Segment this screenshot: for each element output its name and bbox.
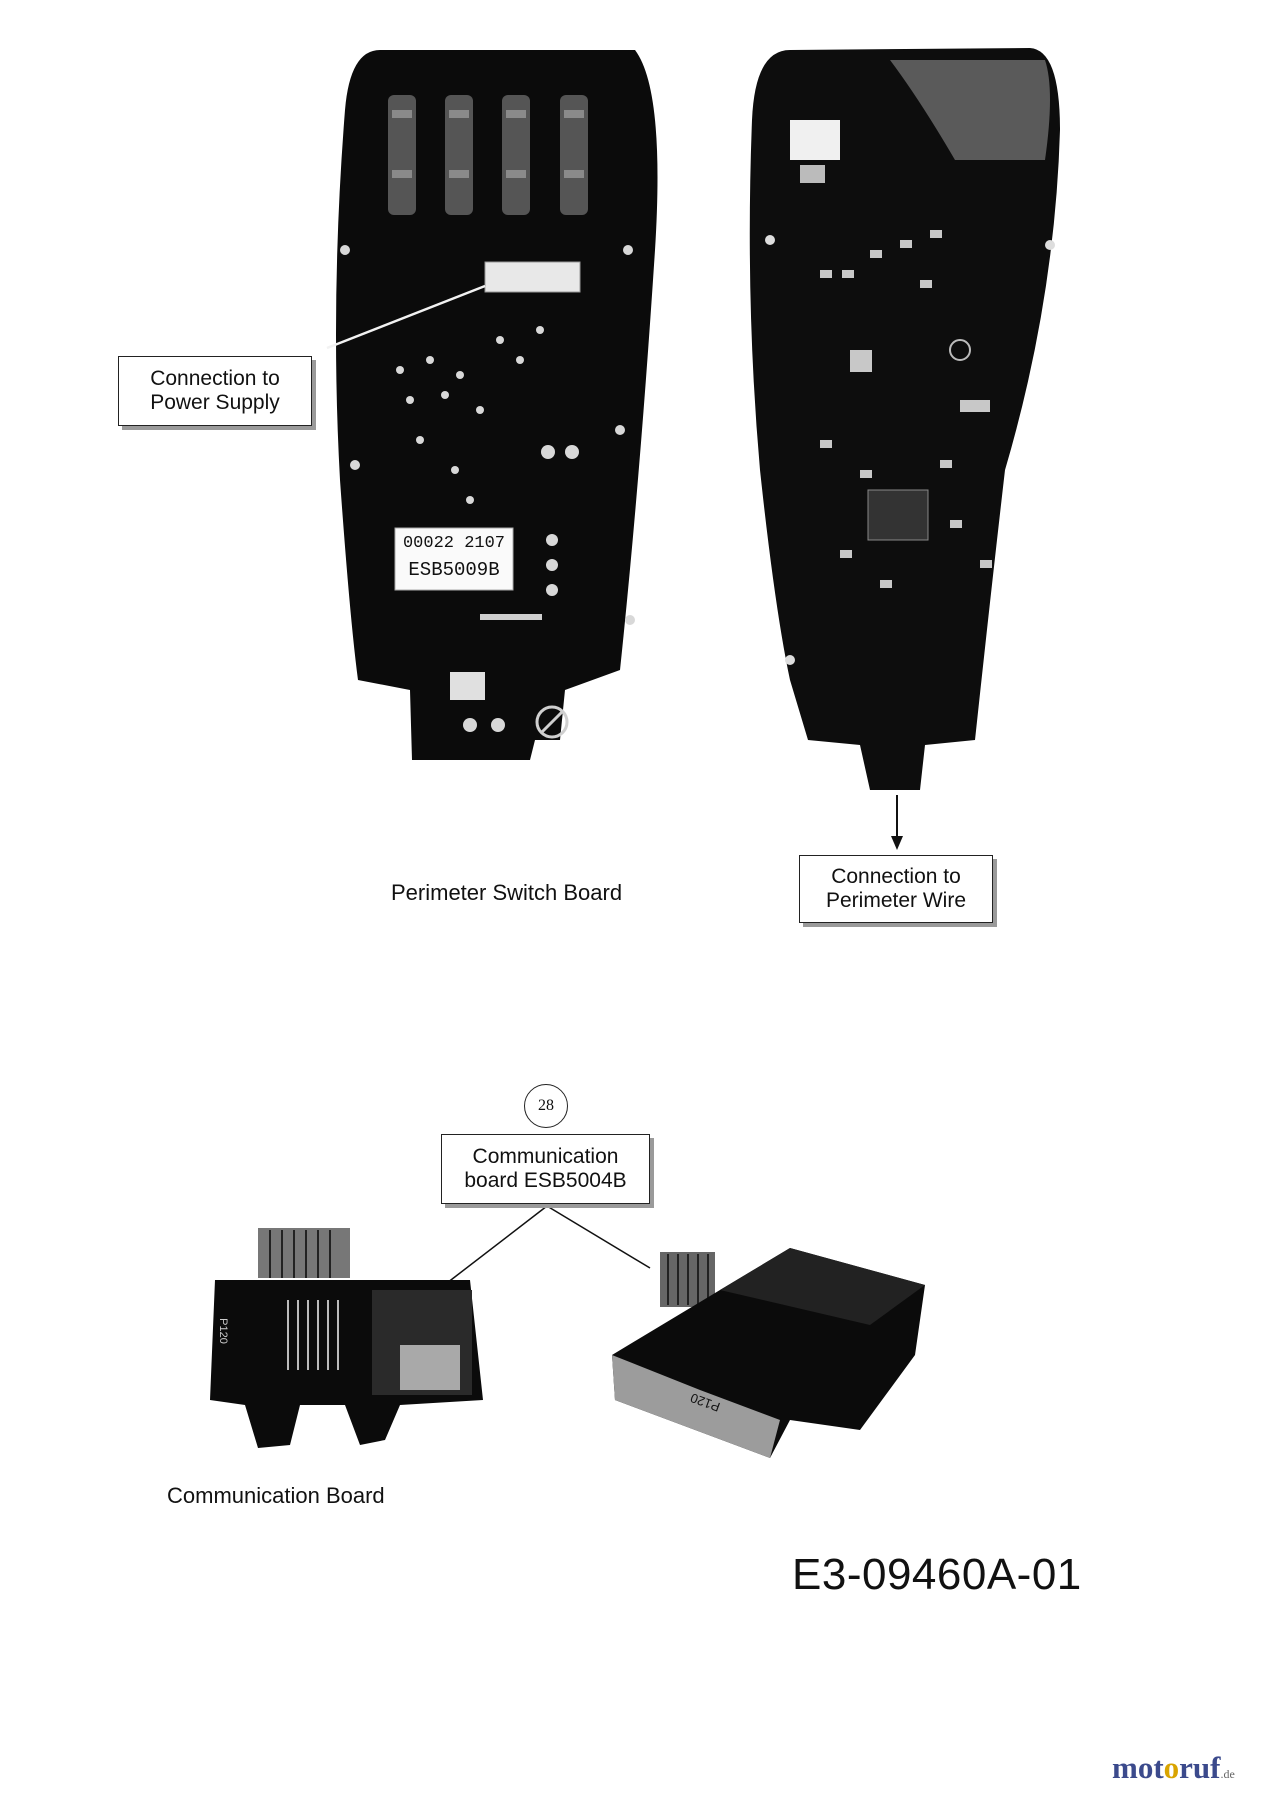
board-sticker: 00022 2107 ESB5009B [398,530,510,588]
left-board-marking: P120 [216,1318,229,1344]
brand-logo-part2: o [1163,1750,1180,1785]
brand-logo: motoruf.de [1112,1750,1235,1786]
perimeter-wire-label-line1: Connection to [831,865,961,888]
communication-board-label-line1: Communication [472,1145,619,1168]
drawing-part-number: E3-09460A-01 [792,1550,1082,1599]
perimeter-board-front [336,50,658,760]
communication-board-label: Communication board ESB5004B [441,1134,650,1204]
brand-logo-part1: mot [1112,1750,1164,1785]
perimeter-switch-board-caption: Perimeter Switch Board [391,880,623,905]
power-supply-label: Connection to Power Supply [118,356,312,426]
callout-28: 28 [524,1084,568,1128]
communication-board-right [612,1248,925,1458]
comm-leader-right [546,1205,651,1269]
communication-board-caption: Communication Board [167,1483,385,1508]
power-supply-label-line1: Connection to [150,367,280,390]
sticker-line2: ESB5009B [408,559,500,581]
perimeter-wire-label-line2: Perimeter Wire [825,889,967,912]
brand-logo-suffix: .de [1220,1767,1235,1781]
perimeter-board-back [749,48,1060,790]
communication-board-label-line2: board ESB5004B [464,1169,627,1192]
power-supply-label-line2: Power Supply [150,391,280,414]
sticker-line1: 00022 2107 [402,534,506,553]
comm-leader-left [446,1205,548,1284]
brand-logo-part3: ruf [1179,1750,1221,1785]
perimeter-wire-arrowhead [891,836,903,850]
communication-board-left [210,1228,483,1448]
perimeter-wire-label: Connection to Perimeter Wire [799,855,993,923]
power-supply-leader-line [326,284,486,350]
